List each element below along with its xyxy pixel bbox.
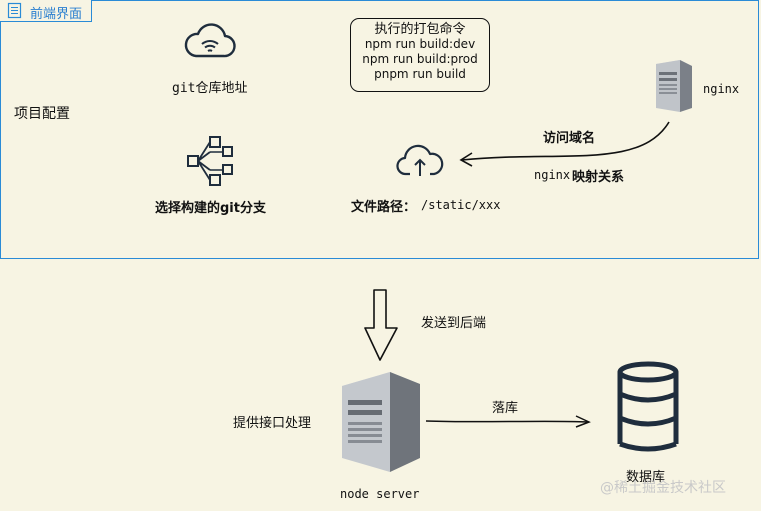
send-to-backend-label: 发送到后端: [421, 316, 487, 331]
cloud-wifi-icon: [184, 23, 236, 58]
database-label: 数据库: [626, 470, 666, 485]
git-repo-label: git仓库地址: [172, 81, 248, 96]
git-branch-label: 选择构建的git分支: [155, 201, 266, 216]
file-path-label: 文件路径：: [351, 200, 417, 215]
project-config-label: 项目配置: [14, 106, 70, 122]
api-processing-label: 提供接口处理: [233, 416, 312, 431]
branch-icon: [187, 136, 233, 186]
persist-label: 落库: [492, 401, 519, 416]
domain-label: 访问域名: [543, 131, 596, 146]
nginx-mapping-label: 映射关系: [572, 170, 625, 185]
database-icon: [617, 361, 679, 452]
build-commands-box: 执行的打包命令 npm run build:dev npm run build:…: [350, 18, 490, 92]
build-command: npm run build:dev: [364, 37, 476, 51]
build-command: npm run build:prod: [362, 52, 478, 66]
nginx-mapping-arrow: [459, 121, 670, 167]
node-server-icon: [342, 372, 420, 472]
node-server-label: node server: [340, 487, 420, 501]
nginx-label: nginx: [703, 82, 740, 96]
frontend-tab: 前端界面: [0, 0, 92, 22]
watermark: @稀土掘金技术社区: [600, 480, 726, 496]
nginx-server-icon: [656, 60, 692, 112]
file-path-value: /static/xxx: [421, 198, 501, 212]
cloud-upload-icon: [396, 144, 444, 176]
frontend-panel: [0, 0, 759, 259]
frontend-title: 前端界面: [30, 7, 83, 22]
build-commands-title: 执行的打包命令: [374, 22, 466, 37]
build-command: pnpm run build: [374, 67, 466, 81]
page-icon: [7, 2, 22, 19]
persist-arrow: [425, 415, 591, 428]
nginx-mapping-prefix: nginx: [534, 168, 571, 182]
down-arrow: [364, 289, 398, 361]
